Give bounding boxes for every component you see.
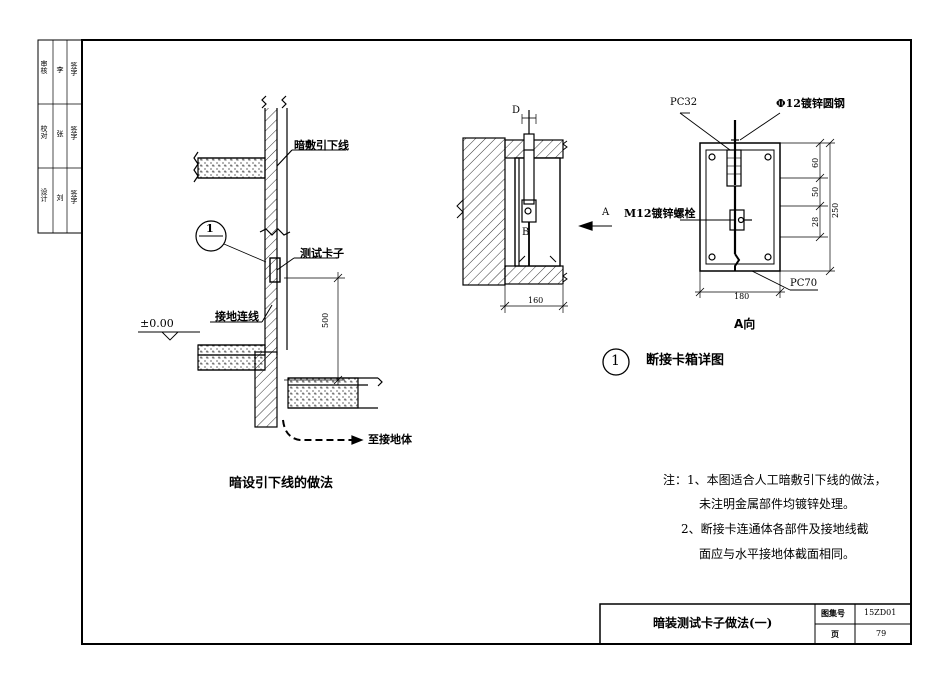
label-dim-250: 250 <box>831 202 840 218</box>
stamp-sign-reviewer: 签字 <box>70 62 78 76</box>
atlas-number-label: 图集号 <box>821 608 845 618</box>
note-line-2: 未注明金属部件均镀锌处理。 <box>699 497 856 511</box>
label-dim-D: D <box>512 105 521 116</box>
label-level-zero: ±0.00 <box>140 317 174 330</box>
label-dim-180: 180 <box>734 292 750 301</box>
stamp-name-checker: 张 <box>56 130 64 137</box>
stamp-sign-designer: 签字 <box>70 190 78 204</box>
label-dim-60: 60 <box>811 157 820 168</box>
stamp-name-designer: 刘 <box>56 194 64 201</box>
label-concealed-conductor: 暗敷引下线 <box>294 139 349 152</box>
title-block-grid <box>599 603 912 645</box>
label-pc32: PC32 <box>670 97 698 108</box>
callout-number-left: 1 <box>206 222 214 235</box>
label-dim-160: 160 <box>528 296 544 305</box>
view-A-label: A向 <box>734 317 756 331</box>
label-dim-28: 28 <box>811 216 820 227</box>
atlas-number-value: 15ZD01 <box>864 608 897 617</box>
note-line-3: 2、断接卡连通体各部件及接地线截 <box>681 522 869 536</box>
label-dim-50: 50 <box>811 186 820 197</box>
label-pc70: PC70 <box>790 278 818 289</box>
stamp-role-checker: 校对 <box>40 125 48 139</box>
label-grounding-connection: 接地连线 <box>215 310 259 323</box>
right-elevation-drawing <box>602 112 835 376</box>
stamp-sign-checker: 签字 <box>70 126 78 140</box>
left-detail-title: 暗设引下线的做法 <box>229 476 334 491</box>
note-line-1: 注：1、本图适合人工暗敷引下线的做法， <box>663 473 887 487</box>
stamp-role-reviewer: 审核 <box>40 60 48 74</box>
left-section-drawing <box>138 95 383 445</box>
title-block-title: 暗装测试卡子做法(一) <box>653 616 773 630</box>
label-part-B: B <box>522 227 530 238</box>
stamp-name-reviewer: 李 <box>56 66 64 73</box>
left-stamp-grid <box>37 39 83 234</box>
page-label: 页 <box>831 629 839 639</box>
note-line-4: 面应与水平接地体截面相同。 <box>699 547 856 561</box>
label-dim-500: 500 <box>321 312 330 328</box>
label-galvanized-bolt: M12镀锌螺栓 <box>624 207 696 220</box>
label-to-ground-electrode: 至接地体 <box>368 433 412 446</box>
label-test-clamp: 测试卡子 <box>300 247 344 260</box>
callout-number-right: 1 <box>611 353 620 369</box>
label-round-steel: Φ12镀锌圆钢 <box>776 97 845 110</box>
page-number: 79 <box>876 629 887 638</box>
detail-box-title: 断接卡箱详图 <box>646 353 725 368</box>
stamp-role-designer: 设计 <box>40 188 48 202</box>
sheet-border <box>81 39 912 645</box>
label-view-A-arrow: A <box>602 207 610 218</box>
middle-section-drawing <box>456 110 612 313</box>
